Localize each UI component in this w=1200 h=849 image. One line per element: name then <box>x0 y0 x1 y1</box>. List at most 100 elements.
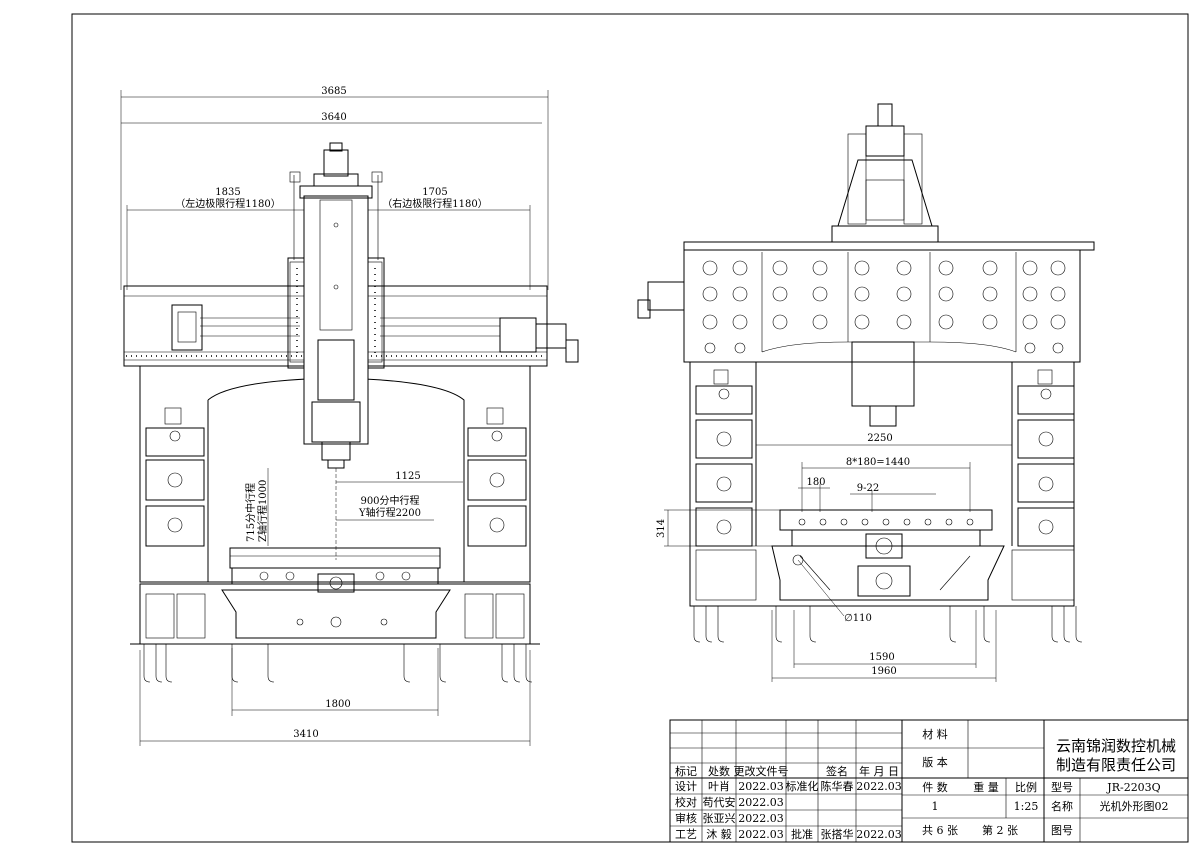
row-std-date: 2022.03 <box>856 780 902 793</box>
dim-slot-width-label: 9-22 <box>857 483 879 494</box>
front-leveling-feet <box>143 644 533 683</box>
model-label: 型号 <box>1051 780 1073 794</box>
dim-slots: 8*180=1440 180 9-22 <box>798 457 971 512</box>
count-label: 件 数 <box>922 781 948 794</box>
t-slot-mark <box>945 518 953 526</box>
side-view: 2250 8*180=1440 180 9-22 314 <box>637 103 1095 682</box>
spindle-nose <box>327 459 345 469</box>
rev-header-mark: 标记 <box>675 764 697 778</box>
dim-314: 314 <box>656 509 780 547</box>
dim-2250-label: 2250 <box>867 433 892 444</box>
scale-label: 比例 <box>1015 780 1037 794</box>
dim-1835: 1835 （左边极限行程1180） <box>126 187 333 290</box>
crossbeam-hole <box>1050 286 1066 302</box>
dim-1960-label: 1960 <box>871 666 896 677</box>
crossbeam-hole <box>772 314 788 330</box>
table-t-slots <box>798 518 974 526</box>
t-slot-mark <box>903 518 911 526</box>
crossbeam-hole <box>1050 260 1066 276</box>
side-spindle <box>851 341 915 407</box>
count-value: 1 <box>932 800 939 813</box>
row-process-role: 工艺 <box>675 828 697 841</box>
weight-label: 重 量 <box>973 780 999 794</box>
dim-1835-note: （左边极限行程1180） <box>175 197 280 210</box>
hole-dia-label: ∅110 <box>844 613 872 624</box>
dim-3640-label: 3640 <box>321 112 346 123</box>
crossbeam-hole <box>938 286 954 302</box>
crossbeam-hole <box>732 314 748 330</box>
right-column-panels <box>467 407 527 547</box>
crossbeam-hole <box>982 314 998 330</box>
y-stroke-label: Y轴行程2200 <box>358 506 421 519</box>
material-label: 材 料 <box>922 727 948 741</box>
row-approve-name: 张搭华 <box>821 827 854 841</box>
crossbeam-hole <box>938 314 954 330</box>
row-design-role: 设计 <box>675 780 697 793</box>
side-crossbeam <box>683 249 1081 363</box>
crossbeam-hole <box>1050 314 1066 330</box>
crossbeam-hole <box>812 314 828 330</box>
front-view: 3685 3640 1835 （左边极限行程1180） 1705 （右边极限行程… <box>120 86 579 746</box>
row-check-name: 苟代安 <box>703 795 736 809</box>
crossbeam-hole <box>938 260 954 276</box>
x-motor-icon <box>535 323 567 349</box>
title-block: 标记 处数 更改文件号 签名 年 月 日 设计 叶肖 2022.03 标准化 陈… <box>669 719 1189 843</box>
row-review-role: 审核 <box>675 811 697 825</box>
crossbeam-hole <box>896 286 912 302</box>
crossbeam-hole <box>732 286 748 302</box>
rev-header-count: 处数 <box>708 765 730 778</box>
rev-header-doc: 更改文件号 <box>734 764 789 778</box>
z-ram <box>303 195 369 445</box>
side-z-motor-icon <box>877 103 893 127</box>
sheet-number: 第 2 张 <box>982 823 1018 837</box>
crossbeam-hole <box>1022 260 1038 276</box>
dim-slots-label: 8*180=1440 <box>846 457 910 468</box>
drawing-border <box>71 13 1189 843</box>
dim-z-stroke: 715分中行程 Z轴行程1000 <box>244 468 269 546</box>
dim-1125-label: 1125 <box>395 471 420 482</box>
crossbeam-hole <box>982 286 998 302</box>
row-check-date: 2022.03 <box>738 796 784 809</box>
crossbeam-hole <box>772 260 788 276</box>
dim-1705-label: 1705 <box>422 187 447 198</box>
left-column-panels <box>145 407 205 547</box>
side-right-column-panels <box>1011 369 1075 601</box>
dim-1590-label: 1590 <box>869 652 894 663</box>
crossbeam-hole <box>982 260 998 276</box>
crossbeam-hole <box>812 286 828 302</box>
row-approve-role: 批准 <box>791 827 813 841</box>
crossbeam-hole <box>704 342 716 354</box>
front-column-outline <box>139 366 531 583</box>
company-line1: 云南锦润数控机械 <box>1056 737 1176 755</box>
dim-1835-label: 1835 <box>215 187 240 198</box>
crossbeam-hole <box>896 314 912 330</box>
y-mid-label: 900分中行程 <box>360 494 419 507</box>
z-stroke-label: Z轴行程1000 <box>256 480 269 542</box>
t-slot-mark <box>882 518 890 526</box>
side-leveling-feet <box>693 606 1083 643</box>
z-mid-label: 715分中行程 <box>244 483 257 542</box>
dim-3410-label: 3410 <box>293 729 318 740</box>
dim-1800: 1800 <box>231 648 439 716</box>
side-left-column-panels <box>695 369 757 601</box>
t-slot-mark <box>798 518 806 526</box>
crossbeam-hole <box>1022 286 1038 302</box>
name-value: 光机外形图02 <box>1100 799 1169 813</box>
crossbeam-hole <box>854 314 870 330</box>
worktable <box>229 547 441 569</box>
name-label: 名称 <box>1051 799 1073 813</box>
t-slot-mark <box>819 518 827 526</box>
dim-1705-note: （右边极限行程1180） <box>382 197 487 210</box>
scale-value: 1:25 <box>1014 800 1039 813</box>
crossbeam-hole <box>1022 314 1038 330</box>
drawing-no-label: 图号 <box>1051 824 1073 837</box>
row-review-date: 2022.03 <box>738 812 784 825</box>
crossbeam-hole <box>772 286 788 302</box>
dim-y-stroke: 900分中行程 Y轴行程2200 <box>336 494 434 521</box>
crossbeam-holes <box>702 260 1066 354</box>
front-base <box>139 583 531 645</box>
row-approve-date: 2022.03 <box>856 828 902 841</box>
dim-180-label: 180 <box>806 477 825 488</box>
dim-2250: 2250 <box>756 433 1012 446</box>
